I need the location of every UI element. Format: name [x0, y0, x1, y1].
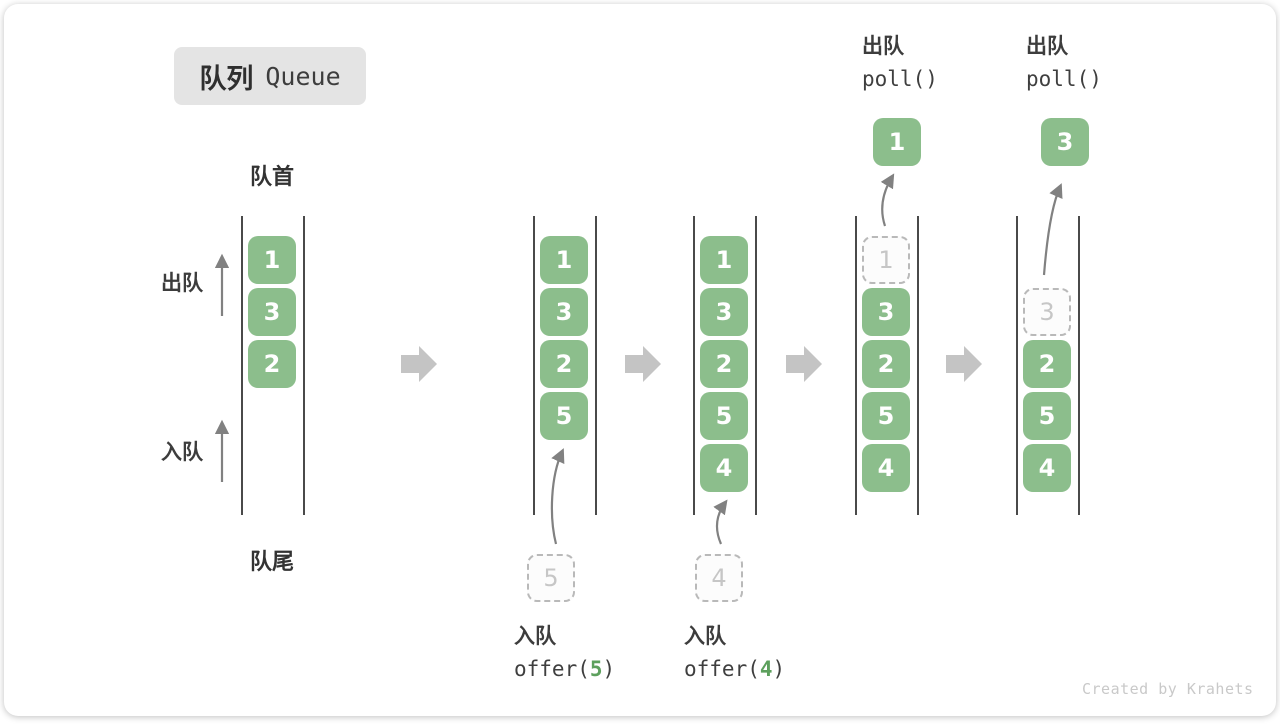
queue-wall-left — [241, 216, 243, 515]
title-badge: 队列 Queue — [174, 47, 366, 105]
offer-action-text: 入队 — [514, 624, 556, 648]
queue-item-2: 2 — [540, 340, 588, 388]
queue-item-3: 3 — [862, 288, 910, 336]
offer-operation-label: 入队 offer(5) — [514, 626, 615, 680]
title-en: Queue — [265, 61, 341, 91]
queue-item-5: 5 — [862, 392, 910, 440]
queue-wall-left — [533, 216, 535, 515]
poll-code-text: poll() — [862, 67, 938, 91]
queue-item-dashed-5: 5 — [527, 554, 575, 602]
dequeue-side-label: 出队 — [161, 271, 203, 295]
poll-operation-label: 出队 poll() — [862, 36, 938, 90]
state-transition-arrow — [786, 346, 822, 382]
offer-5-arrow — [550, 448, 565, 545]
offer-action-text: 入队 — [684, 624, 726, 648]
poll-code-text: poll() — [1026, 67, 1102, 91]
queue-item-5: 5 — [540, 392, 588, 440]
queue-item-4: 4 — [1023, 444, 1071, 492]
poll-operation-label: 出队 poll() — [1026, 36, 1102, 90]
queue-item-3: 3 — [540, 288, 588, 336]
watermark: Created by Krahets — [1082, 680, 1254, 698]
queue-item-5: 5 — [700, 392, 748, 440]
queue-item-1: 1 — [700, 236, 748, 284]
poll-action-text: 出队 — [1026, 34, 1068, 58]
queue-item-2: 2 — [862, 340, 910, 388]
queue-item-dashed-3: 3 — [1023, 288, 1071, 336]
queue-wall-right — [755, 216, 757, 515]
queue-wall-right — [595, 216, 597, 515]
queue-item-3: 3 — [248, 288, 296, 336]
queue-item-2: 2 — [248, 340, 296, 388]
queue-item-3: 3 — [1041, 118, 1089, 166]
queue-item-1: 1 — [248, 236, 296, 284]
state-transition-arrow — [401, 346, 437, 382]
arrows-layer — [214, 173, 1063, 545]
queue-item-1: 1 — [873, 118, 921, 166]
enqueue-side-label: 入队 — [161, 440, 203, 464]
queue-item-dashed-4: 4 — [695, 554, 743, 602]
queue-item-4: 4 — [862, 444, 910, 492]
queue-wall-left — [855, 216, 857, 515]
offer-operation-label: 入队 offer(4) — [684, 626, 785, 680]
queue-item-3: 3 — [700, 288, 748, 336]
queue-item-dashed-1: 1 — [862, 236, 910, 284]
queue-rear-label: 队尾 — [249, 550, 294, 575]
queue-front-label: 队首 — [249, 165, 294, 190]
poll-action-text: 出队 — [862, 34, 904, 58]
offer-arg-value: 5 — [589, 657, 603, 681]
queue-item-4: 4 — [700, 444, 748, 492]
offer-code-text: offer(5) — [514, 657, 616, 681]
queue-item-2: 2 — [700, 340, 748, 388]
title-zh: 队列 — [199, 63, 254, 95]
queue-item-1: 1 — [540, 236, 588, 284]
queue-wall-left — [693, 216, 695, 515]
queue-item-2: 2 — [1023, 340, 1071, 388]
poll-1-arrow — [880, 173, 895, 227]
state-transition-arrow — [946, 346, 982, 382]
poll-3-arrow — [1042, 183, 1063, 276]
offer-code-text: offer(4) — [684, 657, 786, 681]
queue-wall-right — [1078, 216, 1080, 515]
queue-wall-right — [303, 216, 305, 515]
offer-arg-value: 4 — [759, 657, 773, 681]
queue-wall-left — [1016, 216, 1018, 515]
state-transition-arrow — [625, 346, 661, 382]
diagram-card: 队列 Queue 队首 队尾 出队 入队 出队 poll() 出队 poll()… — [4, 4, 1276, 716]
queue-item-5: 5 — [1023, 392, 1071, 440]
offer-4-arrow — [713, 499, 728, 545]
queue-wall-right — [917, 216, 919, 515]
